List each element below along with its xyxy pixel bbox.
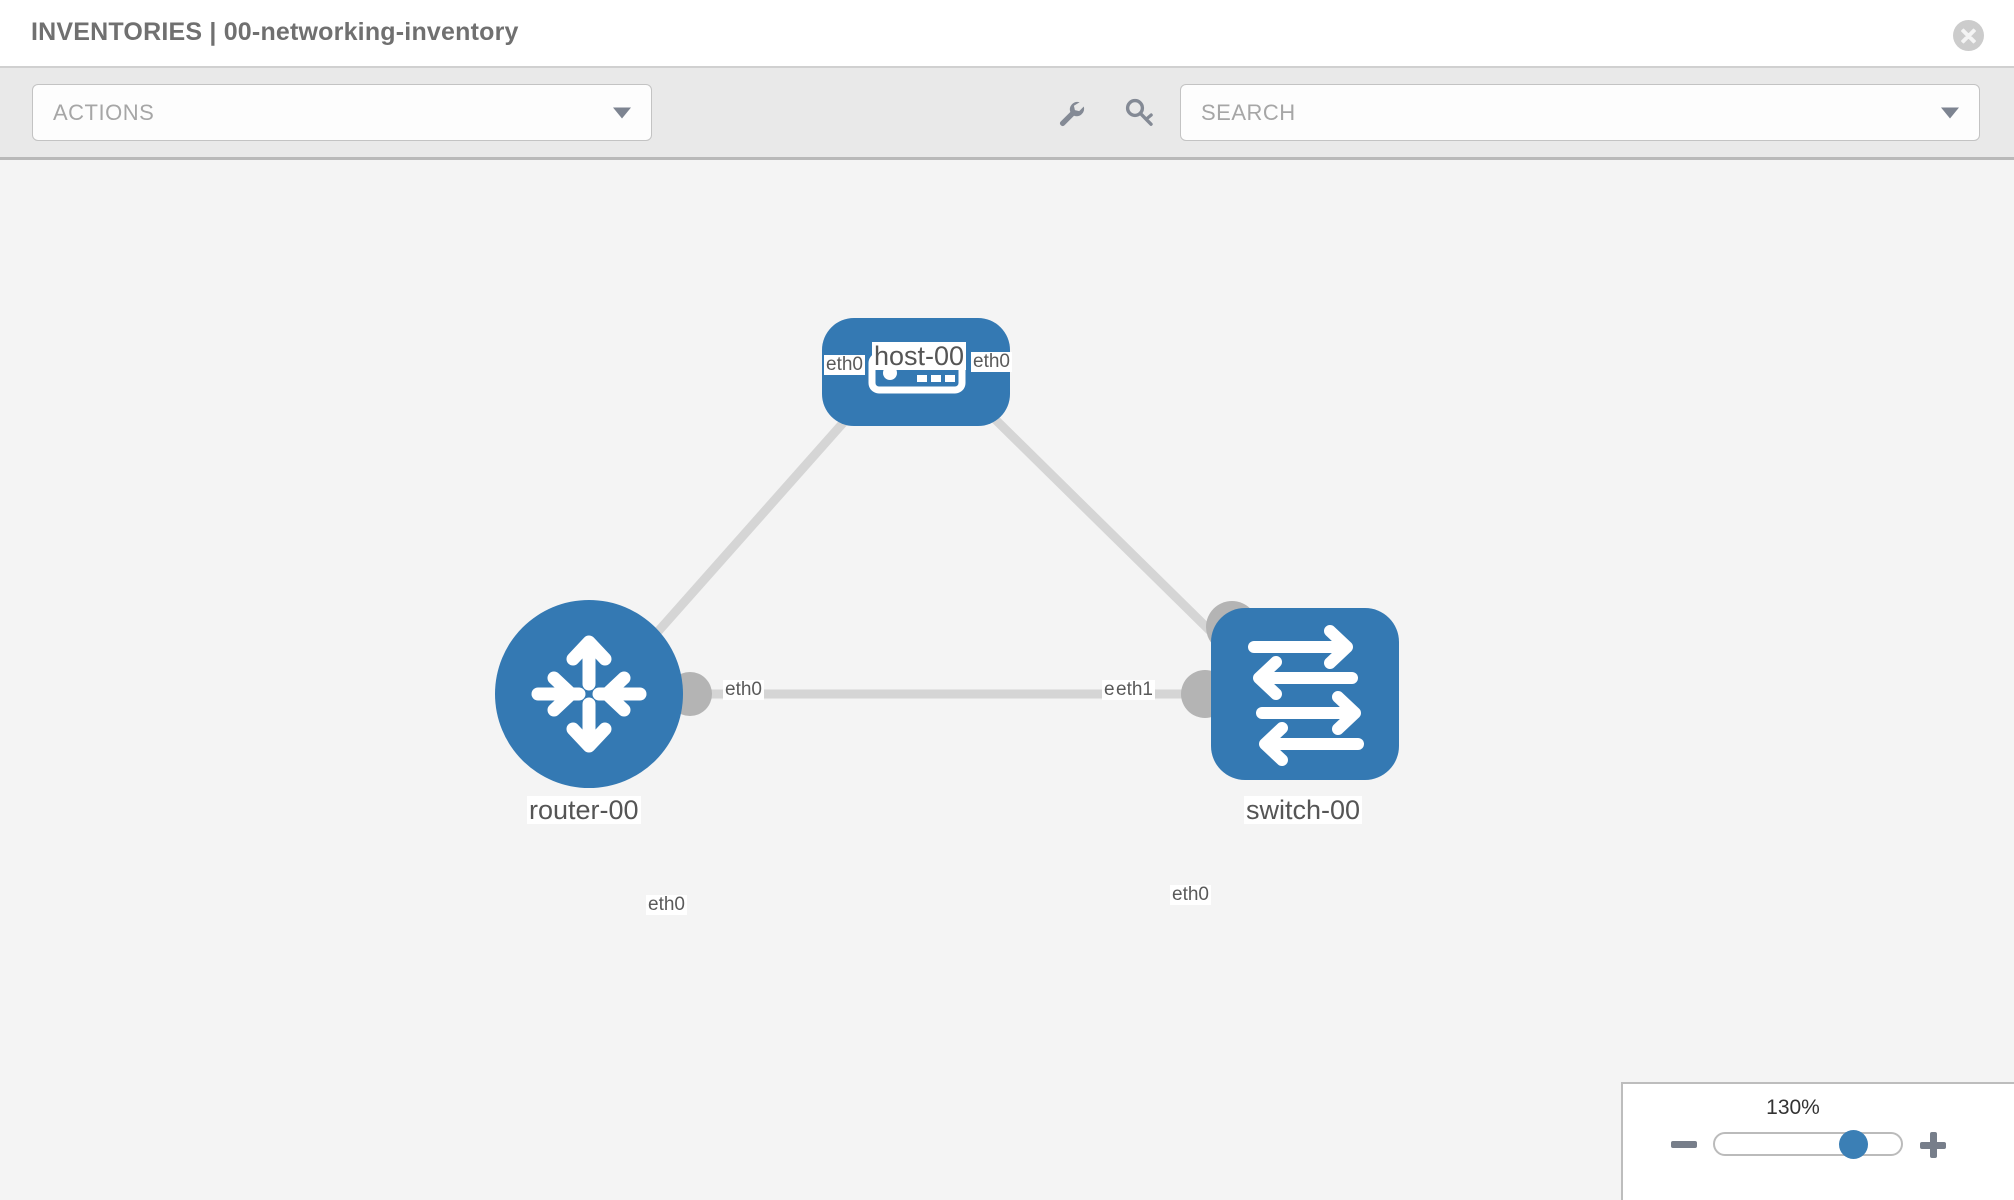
chevron-down-icon (613, 107, 631, 118)
zoom-slider-track[interactable] (1713, 1132, 1903, 1156)
zoom-out-button[interactable] (1671, 1141, 1697, 1148)
topology-graph (495, 318, 1399, 788)
topology-canvas[interactable]: host-00 eth0 eth0 eth0 eth0 eth0 eth0 et… (0, 160, 2014, 1200)
actions-dropdown[interactable]: ACTIONS (32, 84, 652, 141)
node-switch-00[interactable] (1211, 608, 1399, 780)
page-title: INVENTORIES | 00-networking-inventory (31, 18, 519, 46)
iface-label-host-left: eth0 (824, 354, 865, 375)
node-router-00[interactable] (495, 600, 683, 788)
iface-label-host-right: eth0 (971, 351, 1012, 372)
node-label-host-00: host-00 (872, 341, 967, 371)
toolbar: ACTIONS SEARCH (0, 68, 2014, 160)
iface-label-router-uplink: eth0 (646, 894, 687, 915)
zoom-control-panel: 130% (1621, 1082, 2014, 1200)
iface-label-switch-uplink: eth0 (1170, 884, 1211, 905)
switch-arrows-icon (1248, 625, 1364, 766)
wrench-icon[interactable] (1054, 96, 1088, 130)
chevron-down-icon (1941, 107, 1959, 118)
close-icon[interactable] (1953, 20, 1984, 51)
zoom-in-button[interactable] (1920, 1132, 1946, 1158)
key-icon[interactable] (1122, 96, 1156, 130)
search-input[interactable]: SEARCH (1180, 84, 1980, 141)
window-title-bar: INVENTORIES | 00-networking-inventory (0, 0, 2014, 68)
actions-dropdown-label: ACTIONS (53, 99, 155, 125)
zoom-level-label: 130% (1766, 1096, 1820, 1119)
search-placeholder: SEARCH (1201, 99, 1296, 125)
iface-label-router-eth0: eth0 (723, 679, 764, 700)
zoom-slider-thumb[interactable] (1839, 1130, 1868, 1159)
iface-label-switch-eth1: eth1 (1114, 679, 1155, 700)
router-arrows-icon (531, 635, 647, 753)
node-label-router-00: router-00 (527, 795, 641, 825)
node-label-switch-00: switch-00 (1244, 795, 1363, 825)
